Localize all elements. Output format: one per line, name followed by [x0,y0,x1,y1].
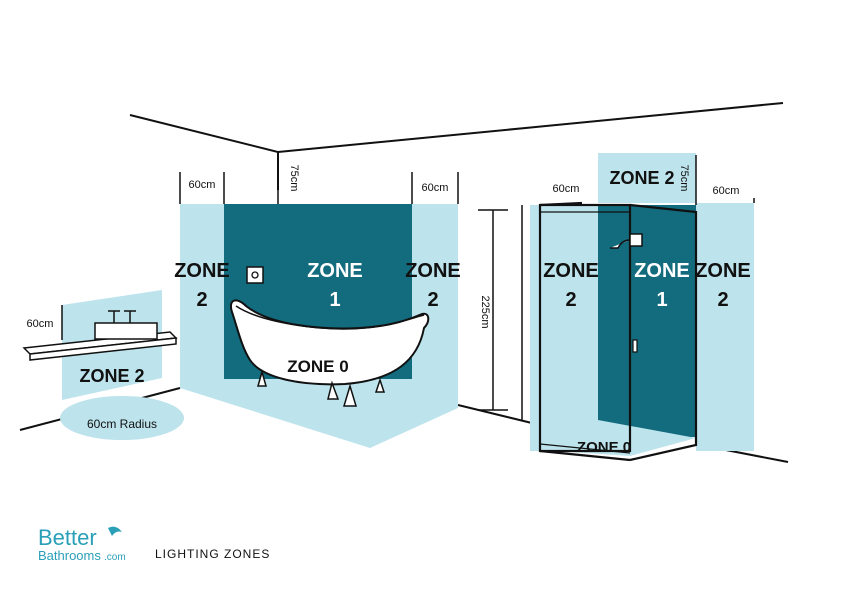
shower-zones [530,153,754,456]
shower-zone1-number: 1 [656,289,667,311]
shower-top-height-label: 75cm [678,165,690,192]
shower-top-zone2 [598,153,696,203]
shower-left-zone2 [530,205,598,451]
room-height-label: 225cm [479,295,491,328]
bath-left-zone-number: 2 [196,289,207,311]
basin-taps [108,310,136,323]
bath-left-zone2 [180,204,224,388]
shower-right-zone2 [696,203,754,451]
shower-zone0-label: ZONE 0 [577,439,631,456]
basin-zone-label: ZONE 2 [79,366,144,386]
bath-left-zone-label: ZONE [174,260,230,282]
vanity-shelf-front [29,337,177,361]
shower-door-handle [632,339,638,353]
shower-dimension-lines [695,155,755,205]
diagram-caption: LIGHTING ZONES [155,547,270,561]
logo-line2: Bathrooms [38,548,101,563]
better-bathrooms-logo: Better Bathrooms .com [38,525,126,563]
shower-floor-zone0 [540,420,696,456]
shower-zone1-label: ZONE [634,260,690,282]
bath-top-height-label: 75cm [288,165,300,192]
shower-right-zone-label: ZONE [695,260,751,282]
bath-wall-zone-number: 1 [329,289,340,311]
shower-top-zone-label: ZONE 2 [609,168,674,188]
basin-radius-label: 60cm Radius [87,417,157,431]
shower-left-zone-number: 2 [565,289,576,311]
bathtub-feet [257,369,386,407]
shower-right-zone-number: 2 [717,289,728,311]
shower-enclosure [538,201,698,462]
bathtub [230,299,430,407]
logo-line1: Better [38,525,97,550]
bath-floor-zone0 [180,365,458,448]
bath-right-zone-label: ZONE [405,260,461,282]
bath-dimension-lines [179,155,508,411]
bath-right-width-label: 60cm [422,182,449,194]
shower-left-width-label: 60cm [553,183,580,195]
shower-left-zone-label: ZONE [543,260,599,282]
logo-suffix: .com [104,552,126,563]
basin-radius-zone [60,396,184,440]
basin-height-label: 60cm [27,318,54,330]
shower-zone1 [598,205,696,437]
bath-zone0-label: ZONE 0 [287,357,348,376]
light-switch [246,266,264,284]
shower-head [610,233,643,249]
basin-area [22,290,184,440]
basin [94,322,158,340]
bath-right-zone-number: 2 [427,289,438,311]
logo-swoosh-icon [108,526,122,536]
bath-right-zone2 [412,204,458,408]
shower-right-width-label: 60cm [713,185,740,197]
bath-left-width-label: 60cm [189,179,216,191]
bath-wall-zone-label: ZONE [307,260,363,282]
